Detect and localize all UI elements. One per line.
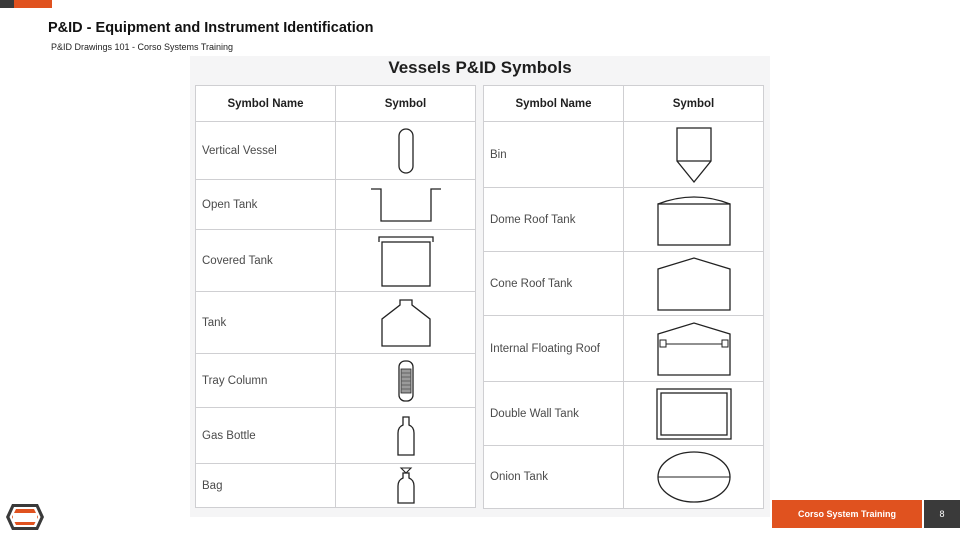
vertical-vessel-icon: [335, 121, 476, 180]
table-row: Onion Tank: [483, 445, 764, 509]
table-row: Open Tank: [195, 179, 476, 230]
page-number: 8: [924, 500, 960, 528]
page-subtitle: P&ID Drawings 101 - Corso Systems Traini…: [51, 42, 234, 52]
table-row: Gas Bottle: [195, 407, 476, 464]
symbol-name: Cone Roof Tank: [483, 251, 624, 316]
tray-column-icon: [335, 353, 476, 408]
card-title: Vessels P&ID Symbols: [388, 58, 572, 77]
corso-logo: [4, 500, 46, 534]
table-row: Tray Column: [195, 353, 476, 408]
table-row: Vertical Vessel: [195, 121, 476, 180]
table-row: Dome Roof Tank: [483, 187, 764, 252]
open-tank-icon: [335, 179, 476, 230]
column-header-symbol: Symbol: [335, 85, 476, 122]
gas-bottle-icon: [335, 407, 476, 464]
symbol-name: Onion Tank: [483, 445, 624, 509]
table-row: Covered Tank: [195, 229, 476, 292]
table-row: Bin: [483, 121, 764, 188]
column-header-symbol-name: Symbol Name: [483, 85, 624, 122]
symbol-name: Covered Tank: [195, 229, 336, 292]
column-header-symbol: Symbol: [623, 85, 764, 122]
symbol-name: Internal Floating Roof: [483, 315, 624, 382]
symbol-name: Bag: [195, 463, 336, 508]
table-row: Tank: [195, 291, 476, 354]
onion-tank-icon: [623, 445, 764, 509]
tank-icon: [335, 291, 476, 354]
symbol-name: Vertical Vessel: [195, 121, 336, 180]
dome-roof-tank-icon: [623, 187, 764, 252]
bag-icon: [335, 463, 476, 508]
top-dark-bar: [0, 0, 14, 8]
internal-floating-roof-icon: [623, 315, 764, 382]
symbol-name: Tray Column: [195, 353, 336, 408]
cone-roof-tank-icon: [623, 251, 764, 316]
footer-label: Corso System Training: [772, 500, 922, 528]
symbol-name: Bin: [483, 121, 624, 188]
symbol-name: Dome Roof Tank: [483, 187, 624, 252]
right-symbol-table: Symbol Name Symbol Bin Dome Roof Tank Co…: [483, 85, 764, 509]
page-title: P&ID - Equipment and Instrument Identifi…: [48, 20, 374, 36]
symbol-name: Gas Bottle: [195, 407, 336, 464]
table-row: Internal Floating Roof: [483, 315, 764, 382]
left-symbol-table: Symbol Name Symbol Vertical Vessel Open …: [195, 85, 476, 508]
table-header-row: Symbol Name Symbol: [195, 85, 476, 122]
table-row: Cone Roof Tank: [483, 251, 764, 316]
symbol-name: Double Wall Tank: [483, 381, 624, 446]
column-header-symbol-name: Symbol Name: [195, 85, 336, 122]
top-accent-bar: [14, 0, 52, 8]
double-wall-tank-icon: [623, 381, 764, 446]
table-row: Bag: [195, 463, 476, 508]
symbol-name: Open Tank: [195, 179, 336, 230]
symbol-name: Tank: [195, 291, 336, 354]
table-header-row: Symbol Name Symbol: [483, 85, 764, 122]
covered-tank-icon: [335, 229, 476, 292]
symbols-card: Vessels P&ID Symbols Symbol Name Symbol …: [190, 56, 770, 517]
table-row: Double Wall Tank: [483, 381, 764, 446]
bin-icon: [623, 121, 764, 188]
